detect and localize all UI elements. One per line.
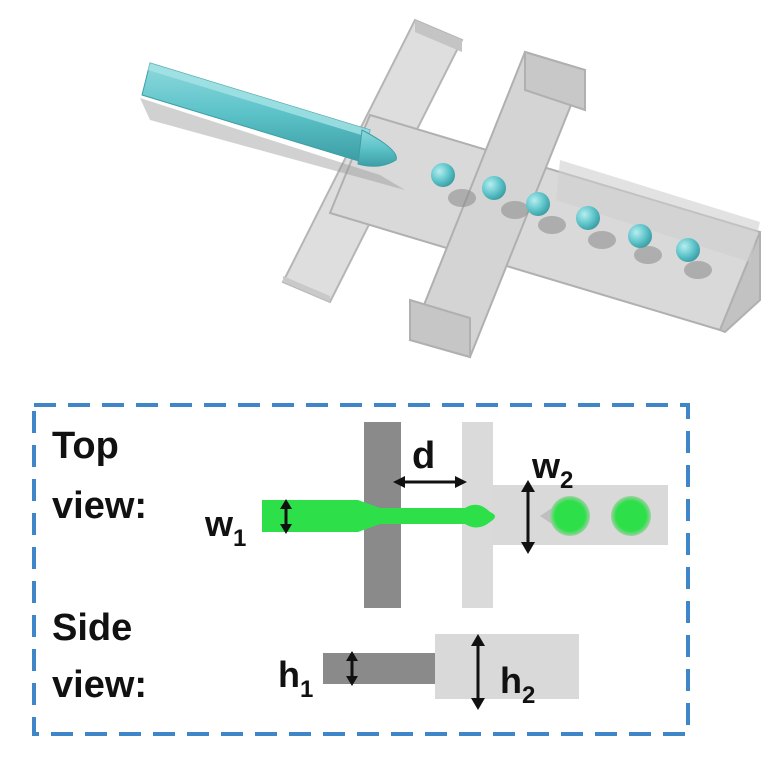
side-channel-h2 xyxy=(435,634,579,699)
schematic-panel-border xyxy=(32,403,690,736)
top-view-schematic: w1 d w2 xyxy=(204,422,668,608)
side-channel-h1 xyxy=(323,653,435,684)
side-view-schematic: h1 h2 xyxy=(278,634,579,710)
top-view-label-line2: view: xyxy=(52,485,147,527)
h2-label: h2 xyxy=(500,660,535,709)
top-view-label-line1: Top xyxy=(52,425,119,467)
green-droplet-2 xyxy=(611,496,651,536)
droplet-shadows xyxy=(448,189,712,279)
capillary-shadow xyxy=(140,98,405,190)
3d-device-illustration xyxy=(140,18,762,359)
droplets-3d xyxy=(431,163,700,262)
w2-label: w2 xyxy=(531,445,573,494)
h2-arrow xyxy=(471,634,485,710)
side-view-label-line1: Side xyxy=(52,607,132,649)
d-label: d xyxy=(412,435,435,477)
cross-channel-2 xyxy=(408,50,587,359)
w2-arrow xyxy=(521,480,535,554)
inner-capillary xyxy=(141,62,397,167)
h1-label: h1 xyxy=(278,654,313,703)
w1-label: w1 xyxy=(204,503,246,552)
side-view-label-line2: view: xyxy=(52,664,147,706)
w1-arrow xyxy=(280,499,292,534)
h1-arrow xyxy=(346,651,358,686)
d-arrow xyxy=(393,476,467,488)
green-jet xyxy=(262,500,495,532)
green-droplet-1 xyxy=(550,496,590,536)
